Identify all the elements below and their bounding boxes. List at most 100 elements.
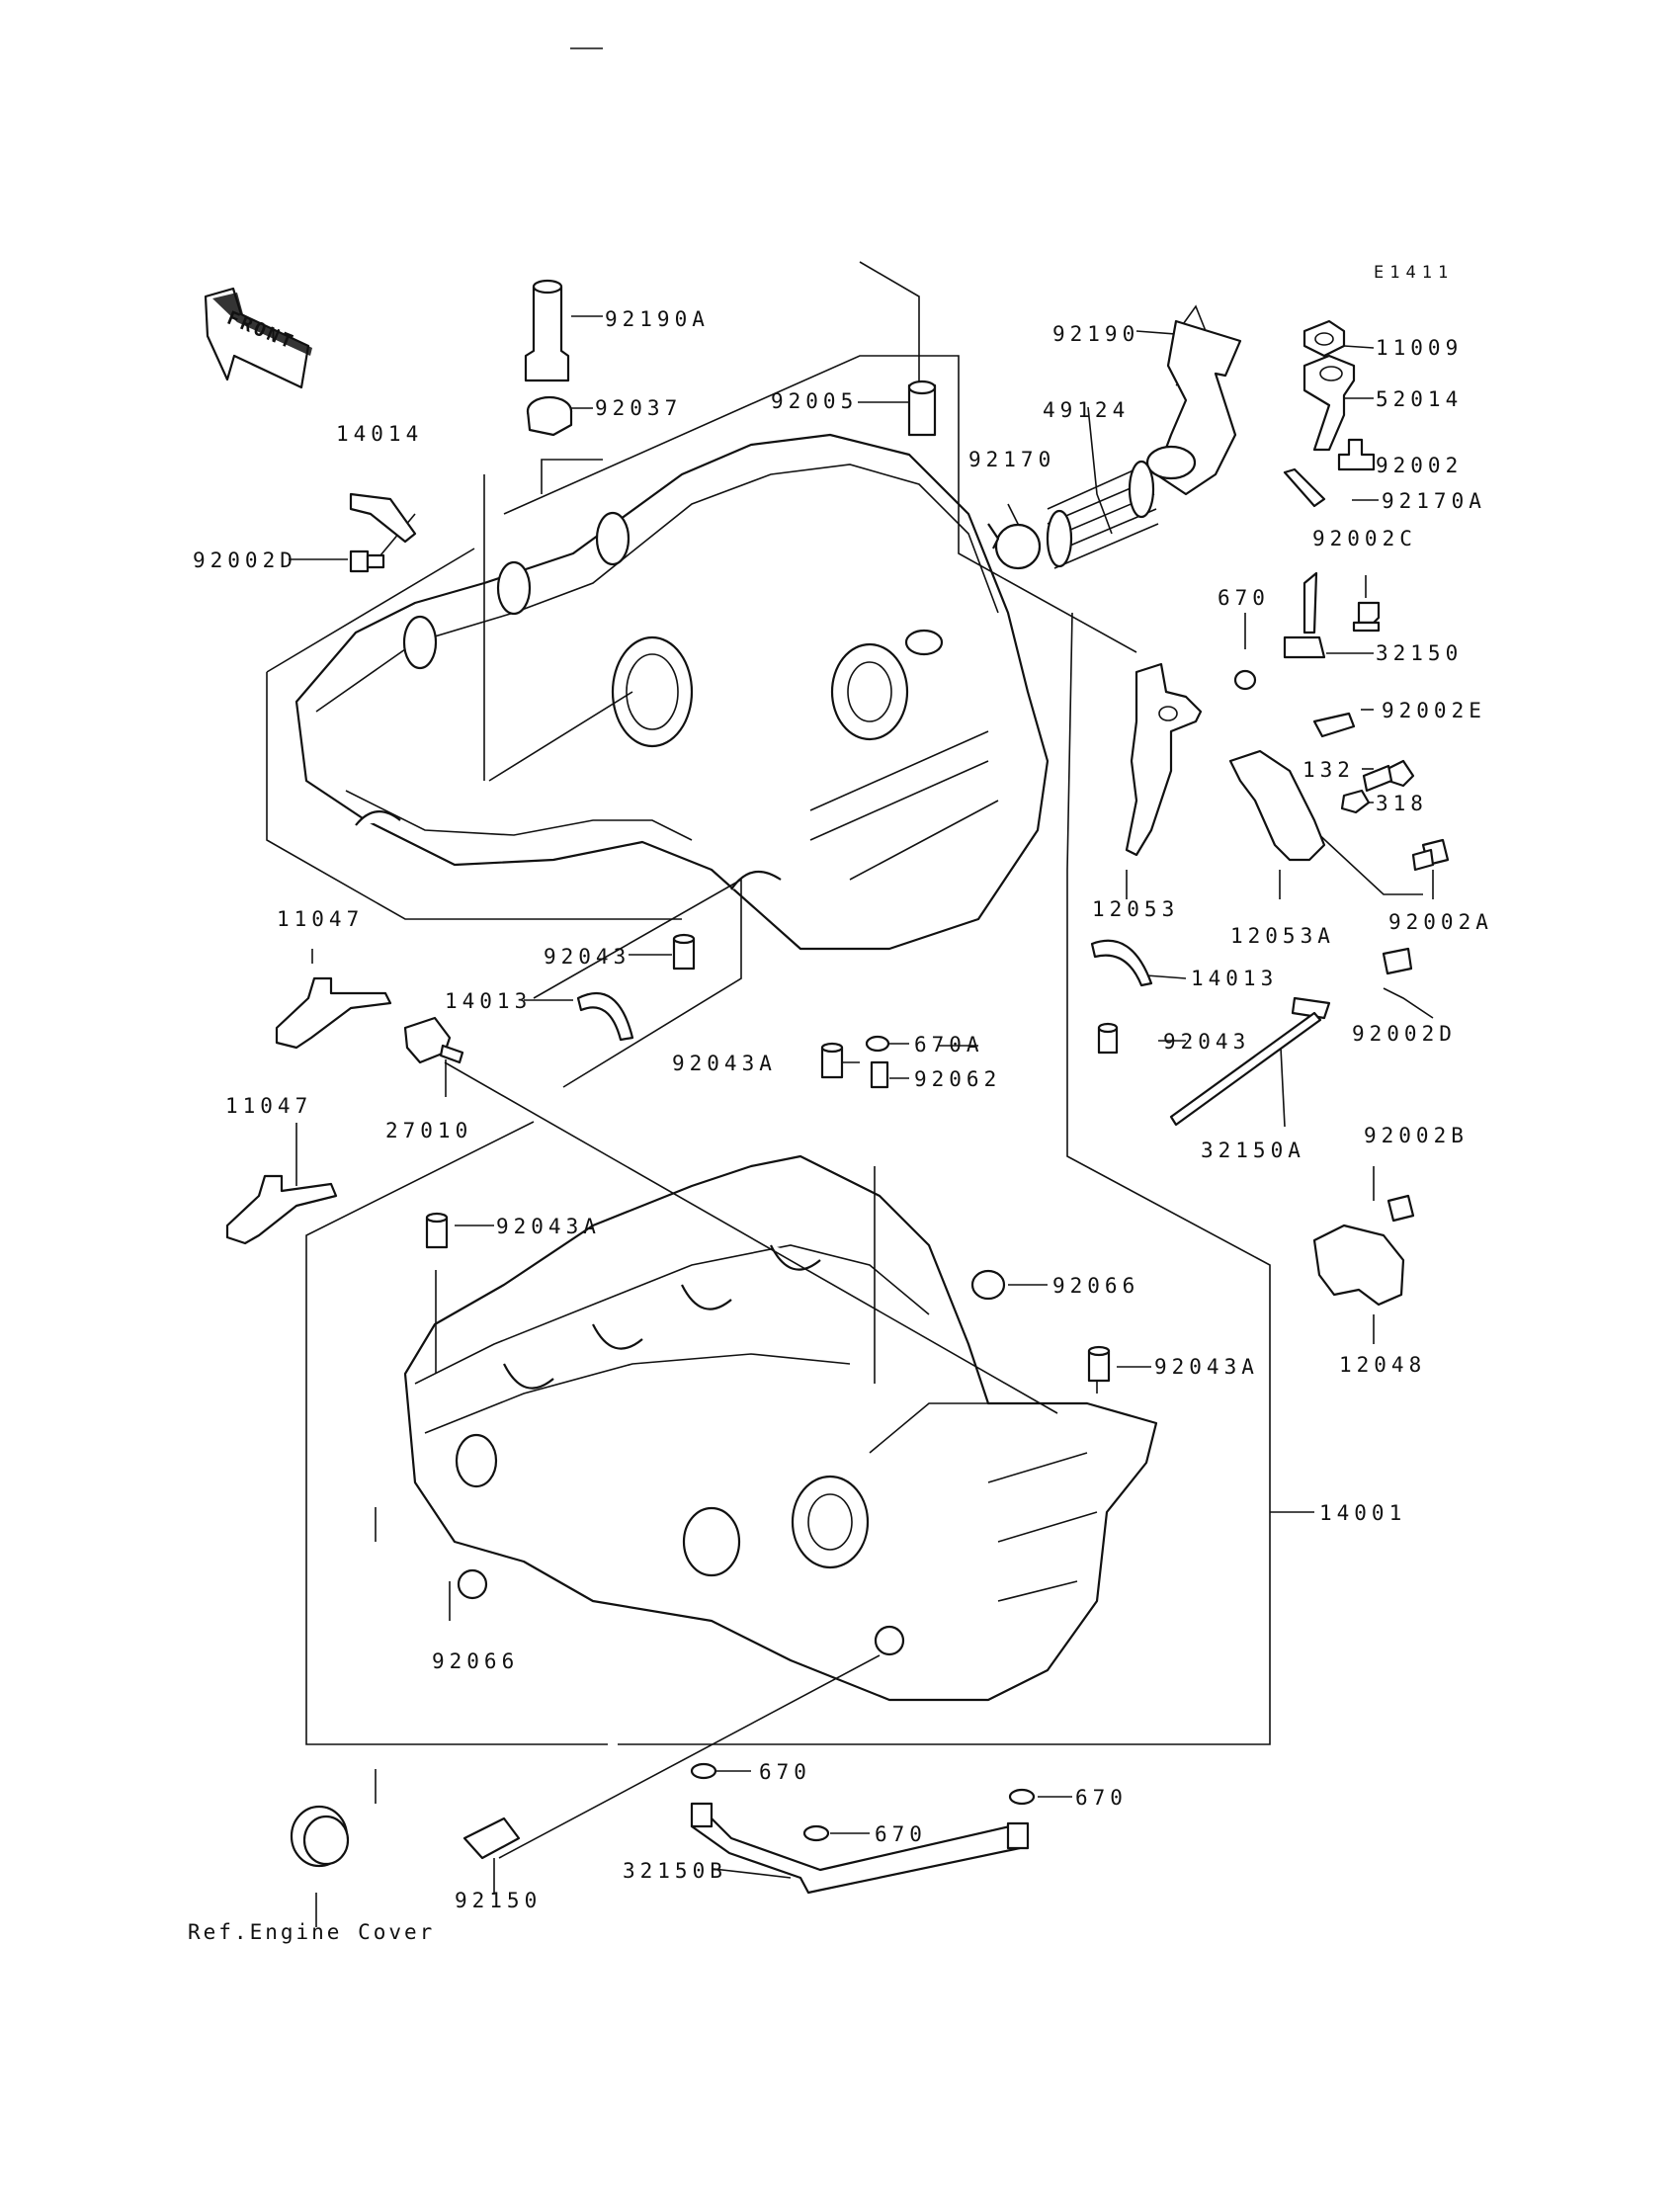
label-92190: 92190 bbox=[1052, 322, 1139, 346]
label-132: 132 bbox=[1302, 758, 1355, 782]
part-670-b bbox=[690, 1762, 717, 1780]
part-11009 bbox=[1302, 319, 1346, 358]
part-labels: 92190A 92037 92005 92190 49124 92170 110… bbox=[188, 307, 1493, 1944]
front-arrow-icon: FRONT bbox=[204, 287, 312, 389]
part-670A bbox=[865, 1035, 890, 1053]
label-670-c: 670 bbox=[875, 1822, 927, 1846]
part-12048 bbox=[1312, 1224, 1405, 1307]
label-670-b: 670 bbox=[759, 1760, 811, 1784]
label-92002E: 92002E bbox=[1382, 699, 1486, 722]
part-14013-a bbox=[576, 992, 634, 1042]
upper-crankcase bbox=[294, 433, 1050, 951]
drawing-code: E1411 bbox=[1374, 263, 1454, 283]
part-92062 bbox=[870, 1060, 889, 1089]
label-32150: 32150 bbox=[1376, 641, 1463, 665]
label-32150A: 32150A bbox=[1201, 1139, 1305, 1162]
part-92002C bbox=[1352, 601, 1381, 633]
label-11009: 11009 bbox=[1376, 336, 1463, 360]
label-92043A-a: 92043A bbox=[672, 1052, 777, 1075]
part-11047-a bbox=[275, 976, 392, 1050]
part-92002B bbox=[1386, 1194, 1415, 1223]
part-670-a bbox=[1233, 669, 1257, 691]
label-92066-a: 92066 bbox=[1052, 1274, 1139, 1298]
part-14014 bbox=[349, 492, 417, 544]
label-32150B: 32150B bbox=[623, 1859, 727, 1883]
part-132 bbox=[1362, 759, 1415, 793]
label-12053: 12053 bbox=[1092, 897, 1179, 921]
label-92066-b: 92066 bbox=[432, 1649, 519, 1673]
label-92043-b: 92043 bbox=[1163, 1030, 1250, 1054]
part-12053A bbox=[1228, 749, 1326, 862]
label-92043-a: 92043 bbox=[544, 945, 630, 969]
part-92043-b bbox=[1097, 1022, 1119, 1055]
part-14013-b bbox=[1090, 939, 1153, 987]
part-92066-b bbox=[457, 1568, 488, 1600]
label-12048: 12048 bbox=[1339, 1353, 1426, 1377]
leader-lines bbox=[266, 47, 1434, 1927]
label-92043A-b: 92043A bbox=[496, 1215, 601, 1238]
ref-note: Ref.Engine Cover bbox=[188, 1920, 435, 1944]
part-92002E bbox=[1312, 712, 1356, 738]
part-92150 bbox=[462, 1817, 521, 1860]
part-92005 bbox=[907, 380, 937, 437]
label-14013-a: 14013 bbox=[445, 989, 532, 1013]
label-92150: 92150 bbox=[455, 1889, 542, 1912]
part-seal bbox=[290, 1805, 350, 1868]
label-92170A: 92170A bbox=[1382, 489, 1486, 513]
part-92037 bbox=[526, 395, 573, 437]
label-92037: 92037 bbox=[595, 396, 682, 420]
label-92002B: 92002B bbox=[1364, 1124, 1469, 1147]
label-318: 318 bbox=[1376, 792, 1428, 815]
label-92190A: 92190A bbox=[605, 307, 710, 331]
label-92002D-b: 92002D bbox=[1352, 1022, 1457, 1046]
part-92190A bbox=[524, 279, 570, 382]
part-670-d bbox=[1008, 1788, 1036, 1806]
label-92005: 92005 bbox=[771, 389, 858, 413]
label-14001: 14001 bbox=[1319, 1501, 1406, 1525]
part-670-c bbox=[802, 1824, 830, 1842]
label-92002A: 92002A bbox=[1388, 910, 1493, 934]
lower-crankcase bbox=[403, 1154, 1158, 1702]
label-11047-a: 11047 bbox=[277, 907, 364, 931]
part-92002A bbox=[1411, 838, 1450, 872]
part-52014 bbox=[1302, 354, 1356, 452]
part-92170 bbox=[987, 523, 1042, 570]
part-32150 bbox=[1283, 571, 1326, 659]
label-670-d: 670 bbox=[1075, 1786, 1128, 1810]
label-92062: 92062 bbox=[914, 1067, 1001, 1091]
part-92002 bbox=[1337, 438, 1376, 471]
label-92002D-a: 92002D bbox=[193, 549, 297, 572]
label-92043A-c: 92043A bbox=[1154, 1355, 1259, 1379]
label-27010: 27010 bbox=[385, 1119, 472, 1142]
small-parts bbox=[225, 279, 1450, 1895]
label-11047-b: 11047 bbox=[225, 1094, 312, 1118]
label-670-a: 670 bbox=[1218, 586, 1270, 610]
label-670A: 670A bbox=[914, 1033, 984, 1056]
label-14013-b: 14013 bbox=[1191, 967, 1278, 990]
part-92066-a bbox=[970, 1269, 1006, 1301]
part-92043A-c bbox=[1087, 1345, 1111, 1383]
label-14014: 14014 bbox=[336, 422, 423, 446]
label-92170: 92170 bbox=[968, 448, 1055, 471]
part-32150B bbox=[690, 1802, 1030, 1895]
part-92002D-b bbox=[1382, 947, 1413, 975]
part-92170A bbox=[1283, 467, 1326, 508]
part-92190 bbox=[1145, 319, 1242, 496]
part-11047-b bbox=[225, 1174, 338, 1245]
label-49124: 49124 bbox=[1043, 398, 1130, 422]
label-92002C: 92002C bbox=[1312, 527, 1417, 550]
part-92043-a bbox=[672, 933, 696, 971]
label-52014: 52014 bbox=[1376, 387, 1463, 411]
part-318 bbox=[1340, 789, 1371, 814]
part-49124 bbox=[1046, 460, 1159, 569]
part-27010 bbox=[403, 1016, 464, 1064]
part-32150A bbox=[1169, 996, 1331, 1127]
label-92002: 92002 bbox=[1376, 454, 1463, 477]
part-12053 bbox=[1125, 662, 1203, 857]
part-92043A-a bbox=[820, 1042, 844, 1079]
part-92002D-a bbox=[349, 549, 385, 573]
part-92043A-b bbox=[425, 1212, 449, 1249]
label-12053A: 12053A bbox=[1230, 924, 1335, 948]
